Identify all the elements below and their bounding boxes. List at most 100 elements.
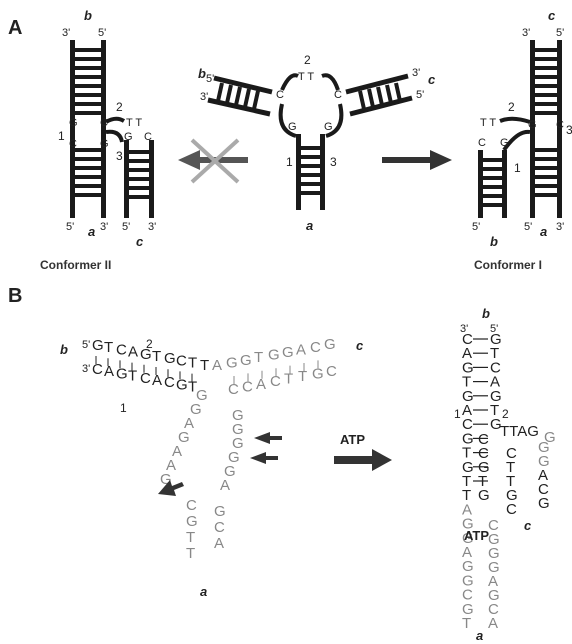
base-g: G bbox=[100, 138, 109, 150]
strand-b-label: b bbox=[60, 342, 68, 357]
end-3-label: 3' bbox=[148, 221, 156, 233]
nucleotide: T bbox=[254, 349, 263, 366]
end-3-label: 3' bbox=[412, 67, 420, 79]
junction-2-label: 2 bbox=[304, 53, 311, 67]
loop-tt: T T bbox=[298, 71, 314, 83]
base-c: C bbox=[276, 89, 284, 101]
cleavage-arrow bbox=[254, 432, 282, 444]
nucleotide: T bbox=[284, 371, 293, 388]
nucleotide: C bbox=[326, 363, 337, 380]
base-g: G bbox=[288, 121, 297, 133]
strand-b-label: b bbox=[482, 306, 490, 321]
atp-pocket-label: ATP bbox=[464, 528, 489, 543]
nucleotide: T bbox=[128, 368, 137, 385]
end-3-label: 3' bbox=[62, 27, 70, 39]
nucleotide: C bbox=[506, 501, 517, 518]
atp-arrow-label: ATP bbox=[340, 432, 365, 447]
stem-left-sequence: CGTT bbox=[186, 497, 198, 562]
nucleotide: C bbox=[310, 339, 321, 356]
nucleotide: G bbox=[116, 365, 128, 382]
junction-1-label: 1 bbox=[120, 401, 127, 415]
conformer-ii-diagram: b 3' 5' G C C G 1 2 3 T T bbox=[40, 8, 156, 272]
junction-1-label: 1 bbox=[58, 129, 65, 143]
strand-line bbox=[124, 140, 129, 218]
strand-line bbox=[70, 40, 75, 218]
nucleotide: T bbox=[462, 615, 471, 632]
base-g: G bbox=[528, 119, 537, 131]
left-column-sequence: CAGTGACGTGTTAGGAGGCGT bbox=[462, 331, 474, 632]
junction-2-label: 2 bbox=[116, 100, 123, 114]
panel-b-label: B bbox=[8, 285, 22, 307]
end-5-label: 5' bbox=[416, 89, 424, 101]
end-5-label: 5' bbox=[524, 221, 532, 233]
panel-a-label: A bbox=[8, 17, 22, 39]
nucleotide: G bbox=[240, 352, 252, 369]
strand-b-label: b bbox=[198, 66, 206, 81]
stem-right-sequence: GCA bbox=[214, 503, 226, 552]
strand-line bbox=[149, 140, 154, 218]
atp-arrow bbox=[334, 449, 392, 471]
nucleotide: A bbox=[220, 477, 230, 494]
nucleotide: C bbox=[176, 352, 187, 369]
loop-tt: T T bbox=[126, 117, 142, 129]
blocked-arrow bbox=[178, 140, 248, 182]
nucleotide: G bbox=[478, 487, 490, 504]
nucleotide: C bbox=[186, 497, 197, 514]
loop-left-sequence: GGAGAAG bbox=[160, 387, 208, 488]
forward-arrow bbox=[382, 150, 452, 170]
nucleotide: C bbox=[116, 341, 127, 358]
strand-a-label: a bbox=[476, 628, 483, 643]
loop-tt: T T bbox=[480, 117, 496, 129]
nucleotide: C bbox=[92, 361, 103, 378]
junction-2-label: 2 bbox=[502, 407, 509, 421]
nucleotide: A bbox=[214, 535, 224, 552]
nucleotide: A bbox=[212, 357, 222, 374]
junction-3-label: 3 bbox=[566, 123, 572, 137]
end-5-label: 5' bbox=[98, 27, 106, 39]
base-g: G bbox=[69, 117, 78, 129]
end-5-label: 5' bbox=[206, 73, 214, 85]
base-g: G bbox=[324, 121, 333, 133]
end-3-label: 3' bbox=[82, 363, 90, 375]
nucleotide: G bbox=[268, 347, 280, 364]
base-g: G bbox=[500, 137, 509, 149]
conformer-i-caption: Conformer I bbox=[474, 258, 542, 272]
base-pair-rungs bbox=[75, 48, 101, 197]
end-5-label: 5' bbox=[556, 27, 564, 39]
junction-1-label: 1 bbox=[286, 155, 293, 169]
strand-a-label: a bbox=[88, 224, 95, 239]
nucleotide: T bbox=[200, 357, 209, 374]
nucleotide: C bbox=[140, 370, 151, 387]
nucleotide: C bbox=[214, 519, 225, 536]
base-c: C bbox=[334, 89, 342, 101]
nucleotide: G bbox=[176, 376, 188, 393]
cleavage-arrow bbox=[250, 452, 278, 464]
strand-c-label: c bbox=[356, 338, 364, 353]
connector bbox=[106, 119, 124, 122]
nucleotide: G bbox=[140, 346, 152, 363]
nucleotide: A bbox=[128, 344, 138, 361]
nucleotide: A bbox=[256, 376, 266, 393]
strand-b-label: b bbox=[84, 8, 92, 23]
nucleotide: T bbox=[188, 355, 197, 372]
strand-c-label: c bbox=[136, 234, 144, 249]
junction-2-label: 2 bbox=[508, 100, 515, 114]
end-3-label: 3' bbox=[100, 221, 108, 233]
nucleotide: T bbox=[298, 368, 307, 385]
nucleotide: T bbox=[186, 545, 195, 562]
strand-a-label: a bbox=[306, 218, 313, 233]
conformer-ii-caption: Conformer II bbox=[40, 258, 111, 272]
strand-a-label: a bbox=[200, 584, 207, 599]
loop-ttag: TTAG bbox=[500, 423, 539, 440]
nucleotide: G bbox=[226, 354, 238, 371]
nucleotide: T bbox=[104, 339, 113, 356]
strand-b-label: b bbox=[490, 234, 498, 249]
end-5-label: 5' bbox=[82, 339, 90, 351]
end-5-label: 5' bbox=[66, 221, 74, 233]
nucleotide: G bbox=[324, 336, 336, 353]
